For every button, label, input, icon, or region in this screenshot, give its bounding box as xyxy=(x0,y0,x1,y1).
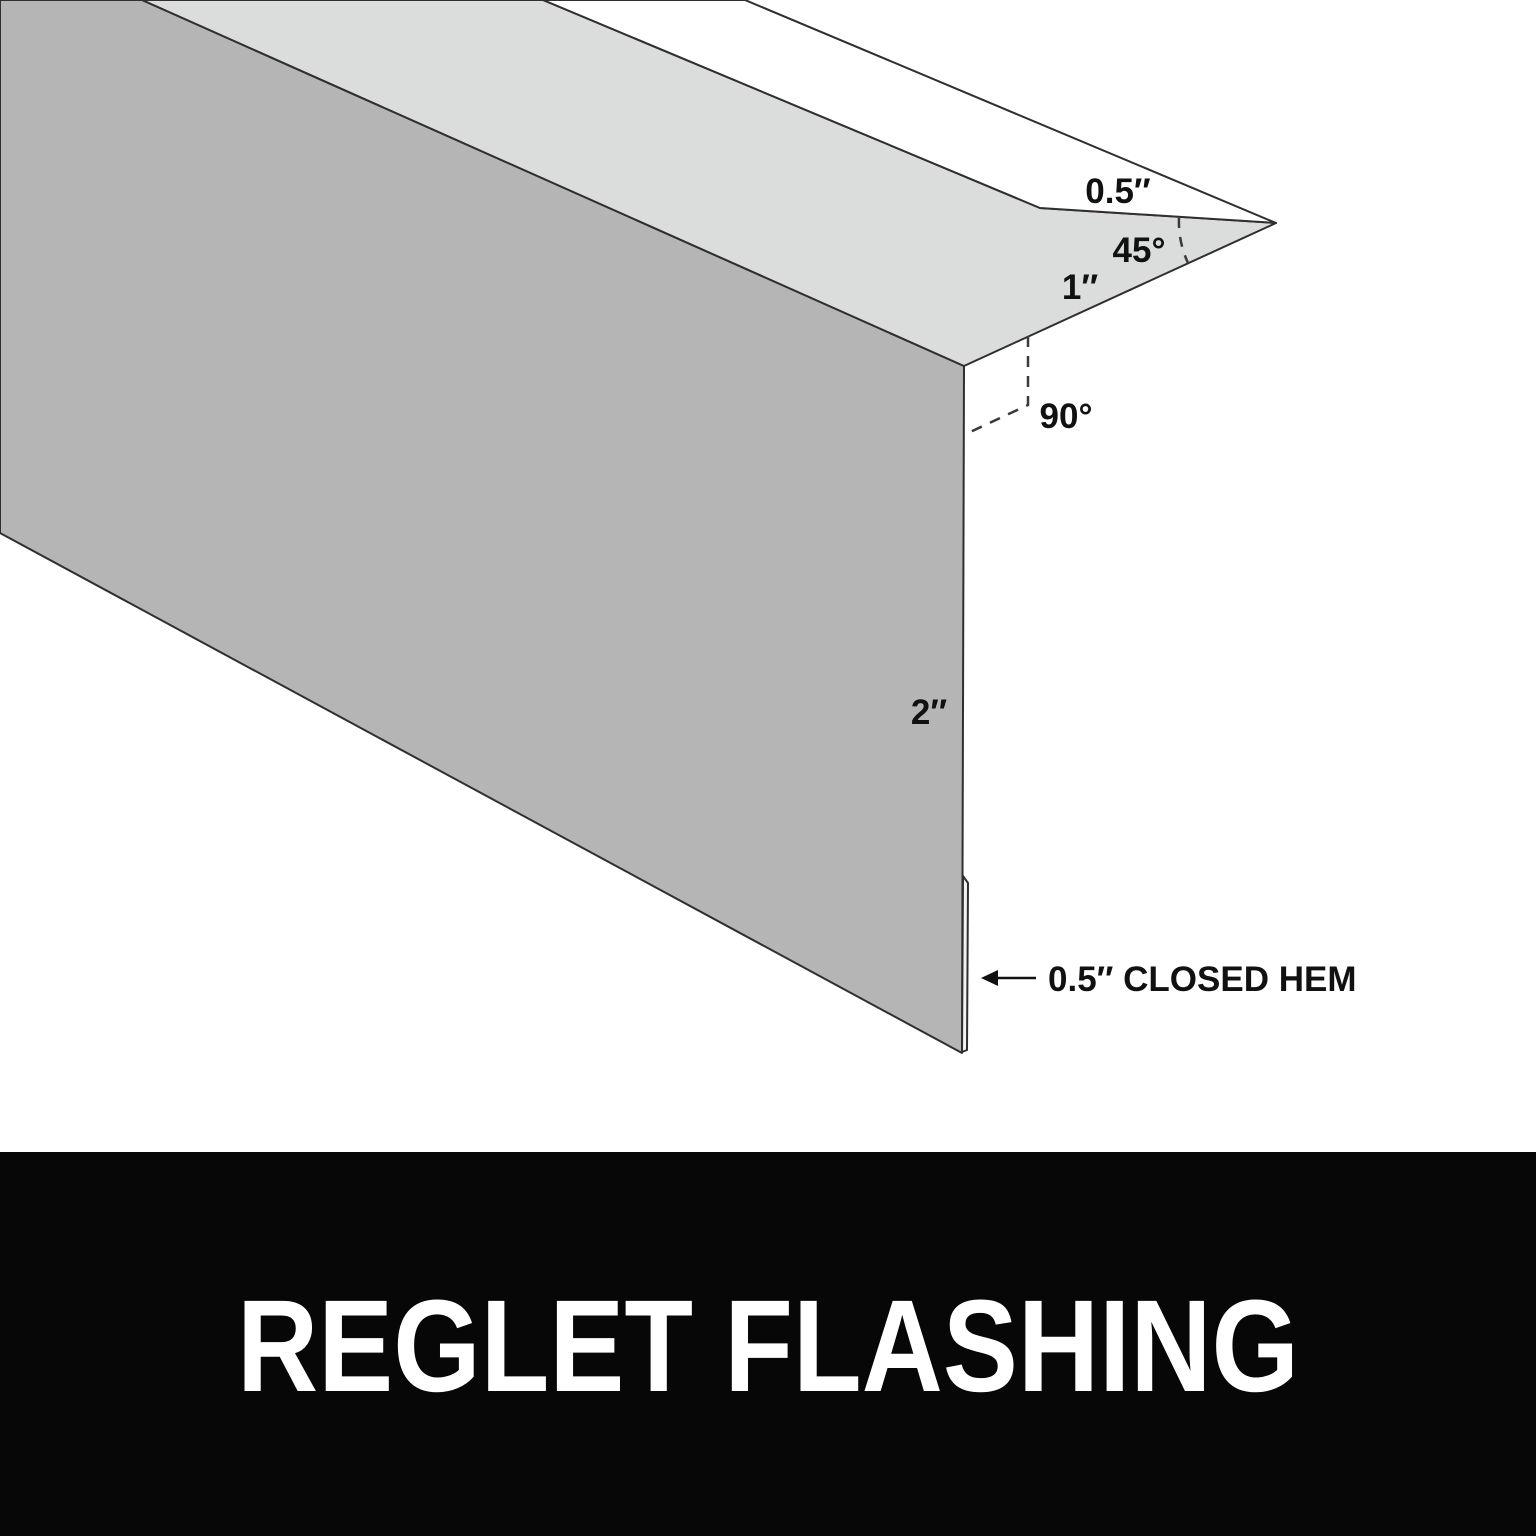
label-bottom-hem-note: 0.5″ CLOSED HEM xyxy=(1048,960,1357,999)
label-corner-angle: 90° xyxy=(1040,397,1093,436)
label-top-hem-width: 0.5″ xyxy=(1085,172,1151,211)
hem-arrow-icon xyxy=(981,970,1036,986)
angle-45-arc xyxy=(1177,217,1190,264)
angle-90-guide xyxy=(967,336,1030,435)
page-title: REGLET FLASHING xyxy=(237,1272,1299,1419)
title-banner xyxy=(0,1152,1536,1536)
front-face-2in xyxy=(0,0,965,1054)
label-tip-angle: 45° xyxy=(1113,231,1166,270)
label-front-face-height: 2″ xyxy=(911,693,947,732)
bottom-hem-strip xyxy=(961,875,969,1053)
top-hem-face-05in xyxy=(542,0,1277,224)
label-top-face-width: 1″ xyxy=(1062,268,1098,307)
